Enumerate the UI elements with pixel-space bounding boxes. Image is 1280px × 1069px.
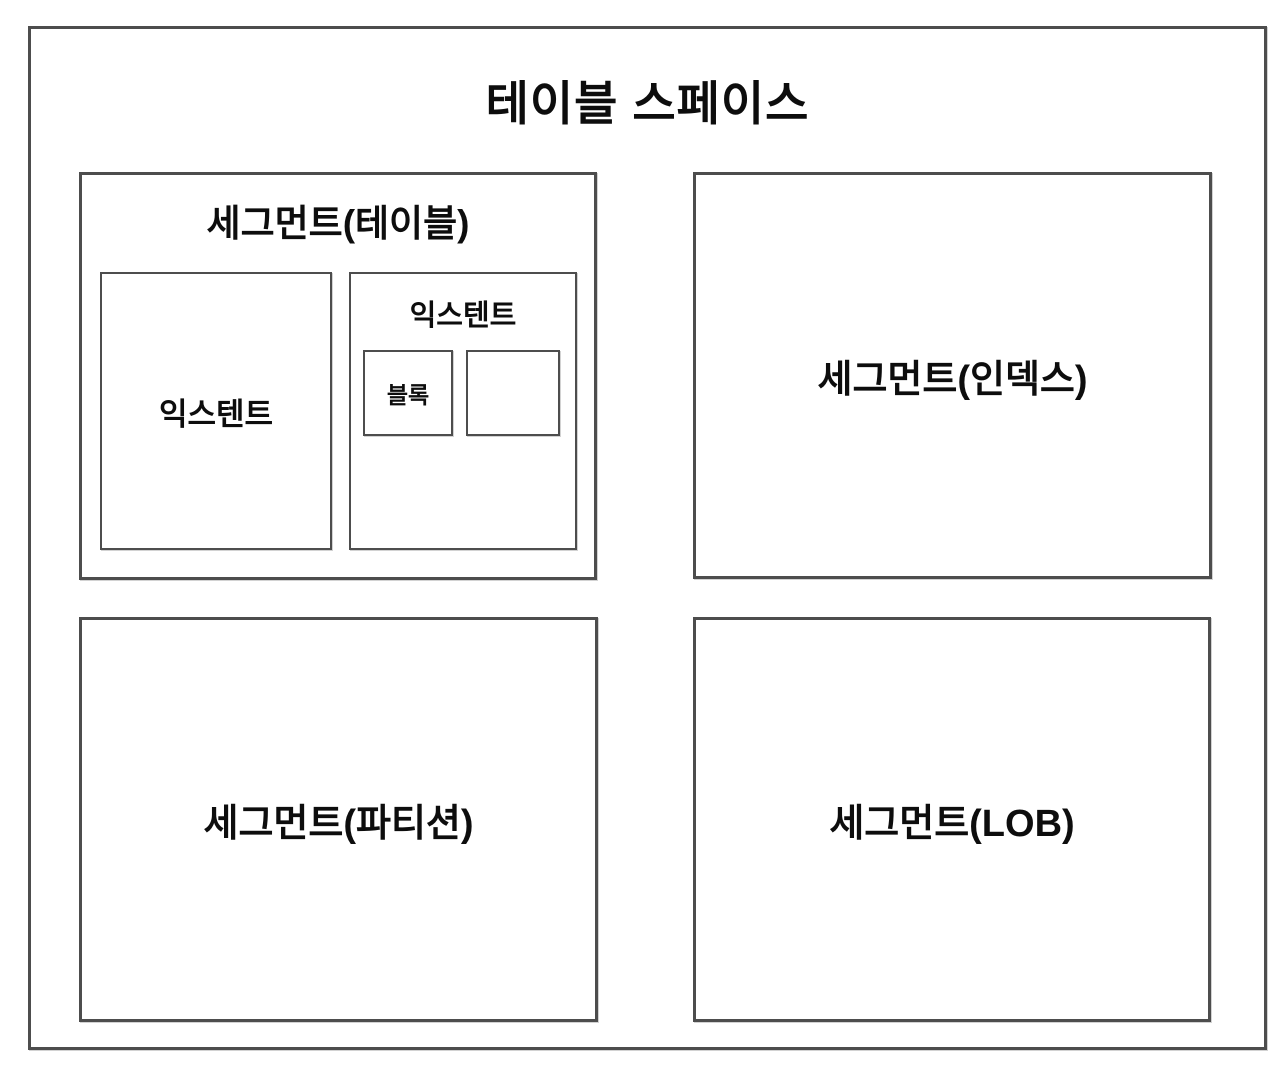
extent-left-box: 익스텐트 <box>100 272 332 550</box>
segment-table-label: 세그먼트(테이블) <box>206 203 470 244</box>
segment-index-box: 세그먼트(인덱스) <box>693 172 1212 579</box>
extent-right-label: 익스텐트 <box>409 300 517 332</box>
extent-left-label: 익스텐트 <box>158 396 274 432</box>
segment-table-box: 세그먼트(테이블) 익스텐트 익스텐트 블록 <box>79 172 597 580</box>
extent-right-box: 익스텐트 블록 <box>349 272 577 550</box>
block-box-empty <box>466 350 560 436</box>
tablespace-box: 테이블 스페이스 세그먼트(테이블) 익스텐트 익스텐트 블록 세그먼트(인덱스… <box>28 26 1267 1050</box>
block-label: 블록 <box>386 382 430 408</box>
segment-partition-box: 세그먼트(파티션) <box>79 617 598 1022</box>
block-box: 블록 <box>363 350 453 436</box>
tablespace-title: 테이블 스페이스 <box>485 77 810 130</box>
segment-partition-label: 세그먼트(파티션) <box>203 803 474 845</box>
segment-lob-box: 세그먼트(LOB) <box>693 617 1211 1022</box>
segment-lob-label: 세그먼트(LOB) <box>829 803 1075 845</box>
segment-index-label: 세그먼트(인덱스) <box>817 359 1088 401</box>
